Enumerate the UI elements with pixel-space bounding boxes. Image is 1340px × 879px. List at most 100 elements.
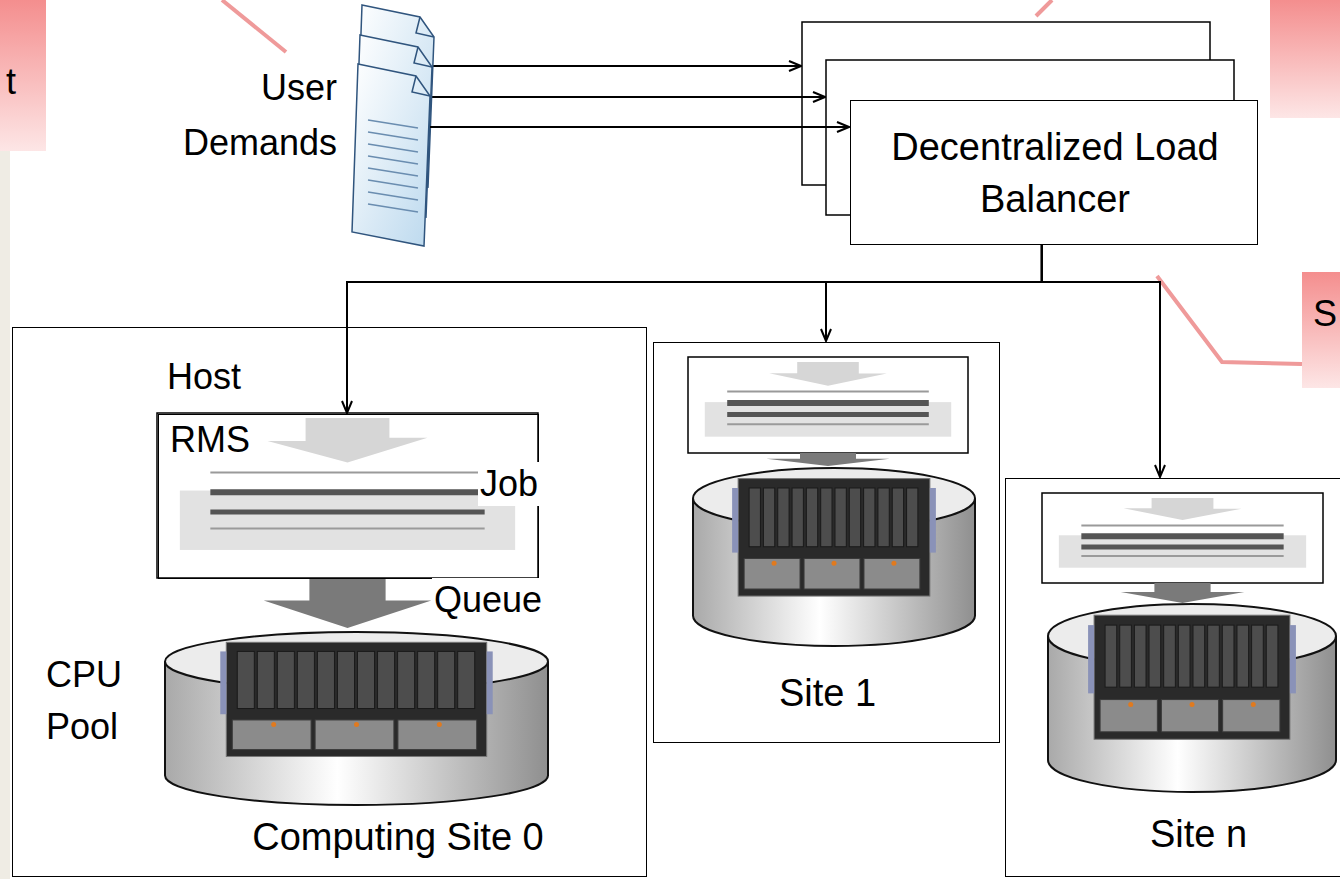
job-line bbox=[210, 471, 484, 473]
node-text: Computing Site 0 bbox=[143, 812, 653, 862]
rack-side bbox=[732, 488, 738, 553]
queue-band bbox=[705, 402, 951, 437]
blade bbox=[1149, 625, 1161, 687]
rack-side bbox=[930, 488, 936, 553]
blade bbox=[1237, 625, 1249, 687]
host-box bbox=[688, 357, 968, 453]
queue-arrow bbox=[264, 578, 432, 628]
text-line bbox=[368, 144, 418, 152]
blade bbox=[358, 651, 375, 708]
blade bbox=[418, 651, 435, 708]
blade bbox=[1178, 625, 1190, 687]
site-box: Site n bbox=[1005, 478, 1340, 877]
computing-site-box: Computing Site 0HostRMSCPU Pool bbox=[12, 327, 647, 877]
drive-bay bbox=[315, 720, 394, 750]
callout-box bbox=[0, 0, 46, 151]
job-line bbox=[1081, 524, 1283, 526]
blade bbox=[1164, 625, 1176, 687]
job-line bbox=[727, 391, 929, 393]
server-rack bbox=[226, 642, 486, 756]
job-line bbox=[1081, 545, 1283, 550]
host-box bbox=[1042, 493, 1323, 583]
blade bbox=[835, 488, 846, 547]
rack-side bbox=[1290, 625, 1296, 693]
blade bbox=[378, 651, 395, 708]
job-line bbox=[727, 400, 929, 406]
job-line bbox=[1081, 533, 1283, 539]
leader-line bbox=[1036, 0, 1052, 16]
connector bbox=[347, 245, 1042, 413]
node-text: User Demands bbox=[135, 60, 337, 170]
text-line bbox=[368, 132, 418, 140]
drive-bay bbox=[232, 720, 311, 750]
status-light bbox=[832, 561, 837, 566]
blade bbox=[878, 488, 889, 547]
leader-line bbox=[1157, 276, 1302, 364]
connector bbox=[430, 126, 849, 128]
callout-text: t bbox=[4, 60, 18, 104]
rack-side bbox=[1088, 625, 1094, 693]
text-line bbox=[368, 120, 418, 128]
blade bbox=[438, 651, 455, 708]
blade bbox=[237, 651, 254, 708]
inflow-arrow bbox=[1123, 498, 1241, 520]
connector bbox=[1042, 245, 1160, 477]
blade bbox=[1222, 625, 1234, 687]
blade bbox=[849, 488, 860, 547]
blade bbox=[806, 488, 817, 547]
arrow bbox=[430, 96, 825, 98]
status-light bbox=[772, 561, 777, 566]
slide-edge bbox=[0, 150, 10, 879]
inflow-arrow bbox=[769, 362, 887, 386]
rack-side bbox=[220, 651, 226, 714]
drive-bay bbox=[864, 558, 920, 589]
arrow bbox=[430, 65, 801, 67]
leader-line bbox=[222, 0, 286, 52]
node-text: RMS bbox=[170, 418, 280, 462]
blade bbox=[1120, 625, 1132, 687]
blade bbox=[398, 651, 415, 708]
blade bbox=[778, 488, 789, 547]
text-line bbox=[368, 156, 418, 164]
blade bbox=[297, 651, 314, 708]
blade bbox=[821, 488, 832, 547]
blade bbox=[1208, 625, 1220, 687]
callout-text: S bbox=[1311, 292, 1339, 336]
status-light bbox=[1190, 702, 1195, 707]
cpu-pool: CPU Pool bbox=[46, 631, 549, 806]
blade bbox=[1252, 625, 1264, 687]
callout-box bbox=[1302, 272, 1340, 388]
blade bbox=[749, 488, 760, 547]
drive-bay bbox=[1223, 700, 1280, 732]
blade bbox=[458, 651, 475, 708]
text-line bbox=[368, 180, 418, 188]
status-light bbox=[354, 722, 359, 727]
status-light bbox=[437, 722, 442, 727]
status-light bbox=[271, 722, 276, 727]
drive-bay bbox=[398, 720, 477, 750]
blade bbox=[1134, 625, 1146, 687]
node-text: Host bbox=[167, 353, 287, 401]
job-line bbox=[727, 423, 929, 425]
status-light bbox=[891, 561, 896, 566]
queue-arrow bbox=[766, 453, 889, 466]
blade bbox=[864, 488, 875, 547]
blade bbox=[1105, 625, 1117, 687]
queue-band bbox=[1059, 535, 1306, 567]
load-balancer-box: Decentralized Load Balancer bbox=[850, 100, 1258, 245]
document-page bbox=[352, 64, 430, 246]
page-fold bbox=[414, 47, 432, 67]
queue-label: Job bbox=[478, 462, 540, 506]
node-text: Decentralized Load Balancer bbox=[891, 121, 1219, 225]
job-line bbox=[210, 489, 484, 495]
text-line bbox=[368, 204, 418, 212]
node-text: CPU Pool bbox=[46, 649, 156, 753]
blade bbox=[337, 651, 354, 708]
blade bbox=[892, 488, 903, 547]
queue-label: Queue bbox=[432, 578, 544, 622]
site-box: Site 1 bbox=[653, 342, 1000, 743]
blade bbox=[792, 488, 803, 547]
blade bbox=[277, 651, 294, 708]
text-line bbox=[368, 168, 418, 176]
job-line bbox=[1081, 555, 1283, 557]
